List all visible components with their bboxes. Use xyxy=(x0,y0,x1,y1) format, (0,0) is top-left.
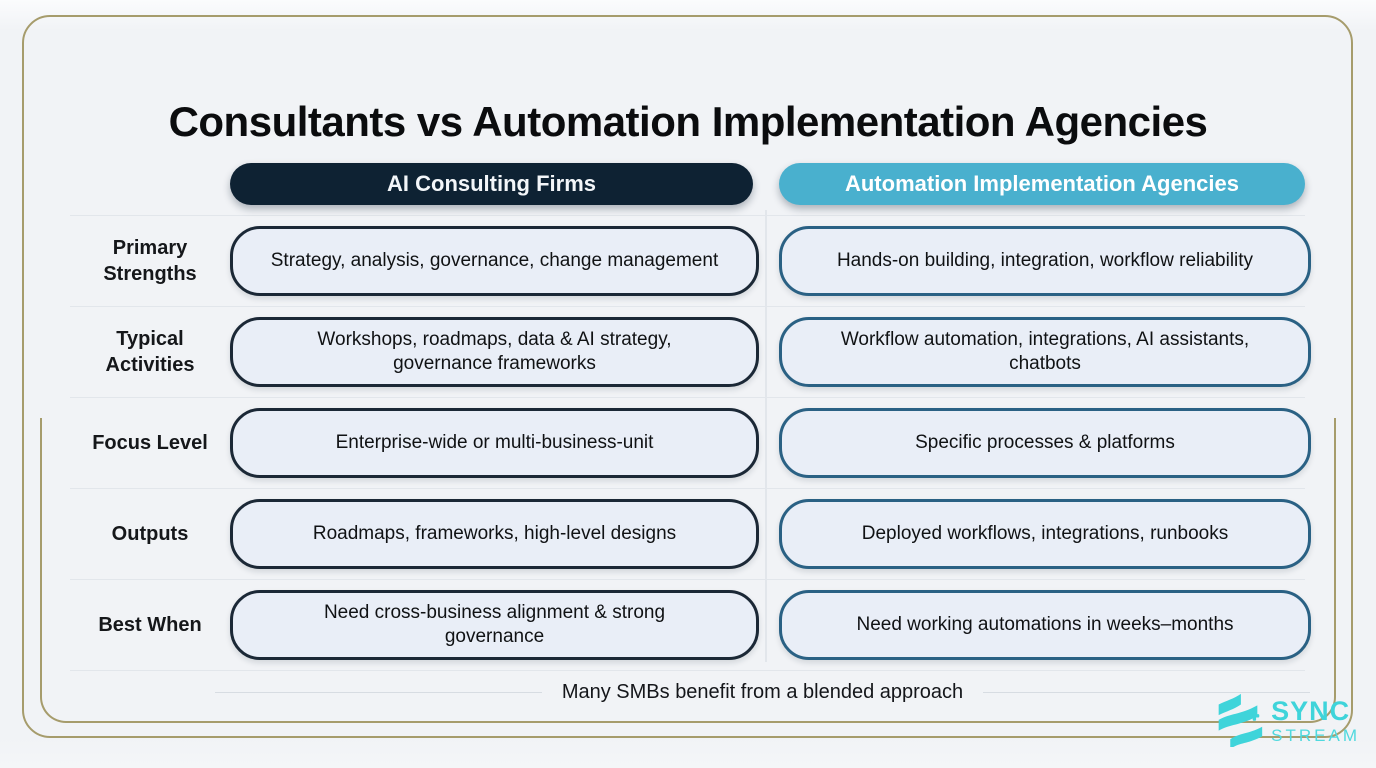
automation-agencies-cell: Hands-on building, integration, workflow… xyxy=(779,226,1311,296)
table-row: Typical Activities Workshops, roadmaps, … xyxy=(70,306,1311,397)
row-label: Outputs xyxy=(111,523,189,545)
automation-agencies-cell-text: Specific processes & platforms xyxy=(915,432,1175,454)
consulting-firms-cell-text: Strategy, analysis, governance, change m… xyxy=(270,250,719,272)
footer-note: Many SMBs benefit from a blended approac… xyxy=(215,681,1310,704)
syncstream-logo: SYNC STREAM xyxy=(1209,689,1360,752)
row-label: Primary Strengths xyxy=(103,237,197,285)
automation-agencies-cell: Deployed workflows, integrations, runboo… xyxy=(779,499,1311,569)
comparison-table: AI Consulting Firms Automation Implement… xyxy=(70,163,1311,671)
column-header-consulting-firms: AI Consulting Firms xyxy=(230,163,753,205)
automation-agencies-cell-text: Hands-on building, integration, workflow… xyxy=(836,250,1254,272)
table-row: Outputs Roadmaps, frameworks, high-level… xyxy=(70,488,1311,579)
consulting-firms-cell: Roadmaps, frameworks, high-level designs xyxy=(230,499,759,569)
consulting-firms-cell-text: Need cross-business alignment & strong g… xyxy=(323,602,666,647)
table-row: Focus Level Enterprise-wide or multi-bus… xyxy=(70,397,1311,488)
sync-stream-logo-icon xyxy=(1209,689,1267,752)
consulting-firms-cell: Need cross-business alignment & strong g… xyxy=(230,590,759,660)
row-label: Typical Activities xyxy=(105,328,195,376)
consulting-firms-cell: Strategy, analysis, governance, change m… xyxy=(230,226,759,296)
column-divider-line xyxy=(765,210,767,662)
automation-agencies-cell: Specific processes & platforms xyxy=(779,408,1311,478)
column-header-automation-agencies: Automation Implementation Agencies xyxy=(779,163,1305,205)
footer-divider-left xyxy=(215,692,542,693)
table-row: Primary Strengths Strategy, analysis, go… xyxy=(70,215,1311,306)
footer-divider-right xyxy=(983,692,1310,693)
logo-text-sync: SYNC xyxy=(1271,695,1351,726)
page-title: Consultants vs Automation Implementation… xyxy=(168,98,1208,146)
automation-agencies-cell-text: Need working automations in weeks–months xyxy=(856,614,1234,636)
header-row: AI Consulting Firms Automation Implement… xyxy=(70,163,1305,215)
consulting-firms-cell: Enterprise-wide or multi-business-unit xyxy=(230,408,759,478)
automation-agencies-cell: Workflow automation, integrations, AI as… xyxy=(779,317,1311,387)
automation-agencies-cell-text: Workflow automation, integrations, AI as… xyxy=(840,329,1250,374)
consulting-firms-cell: Workshops, roadmaps, data & AI strategy,… xyxy=(230,317,759,387)
footer-note-text: Many SMBs benefit from a blended approac… xyxy=(561,681,964,703)
logo-wordmark: SYNC STREAM xyxy=(1271,695,1360,745)
logo-text-stream: STREAM xyxy=(1271,725,1360,745)
row-label: Best When xyxy=(98,614,202,636)
table-body: Primary Strengths Strategy, analysis, go… xyxy=(70,215,1311,671)
table-row: Best When Need cross-business alignment … xyxy=(70,579,1311,671)
automation-agencies-cell-text: Deployed workflows, integrations, runboo… xyxy=(861,523,1229,545)
automation-agencies-cell: Need working automations in weeks–months xyxy=(779,590,1311,660)
consulting-firms-cell-text: Workshops, roadmaps, data & AI strategy,… xyxy=(317,329,672,374)
consulting-firms-cell-text: Roadmaps, frameworks, high-level designs xyxy=(312,523,677,545)
row-label: Focus Level xyxy=(92,432,208,454)
consulting-firms-cell-text: Enterprise-wide or multi-business-unit xyxy=(335,432,654,454)
